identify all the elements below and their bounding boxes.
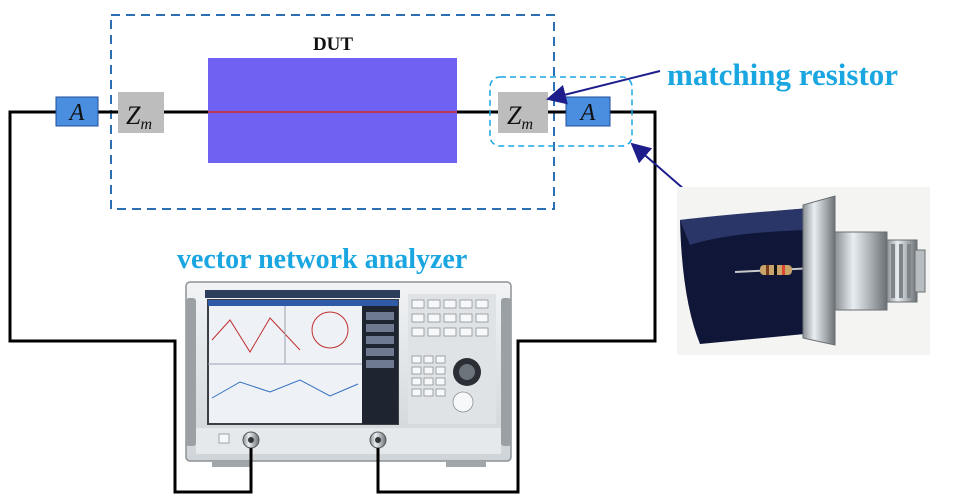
impedance-right-label: Zm: [507, 101, 533, 133]
arrow-to-group: [630, 142, 686, 191]
vna-label: vector network analyzer: [177, 244, 467, 275]
vna-instrument: [185, 281, 512, 467]
attenuator-right: [565, 96, 611, 127]
impedance-left-label: Zm: [126, 101, 152, 133]
matching-resistor-photo: [677, 187, 930, 355]
impedance-left: [118, 92, 164, 133]
impedance-right: [498, 92, 548, 133]
dut-block: [208, 58, 457, 163]
attenuator-right-label: A: [579, 100, 596, 126]
arrow-to-zm: [546, 70, 661, 105]
attenuator-left-label: A: [68, 100, 85, 126]
matching-resistor-group: [489, 76, 633, 147]
matching-resistor-label: matching resistor: [667, 57, 898, 92]
attenuator-left: [55, 96, 99, 127]
dut-label: DUT: [313, 34, 353, 55]
